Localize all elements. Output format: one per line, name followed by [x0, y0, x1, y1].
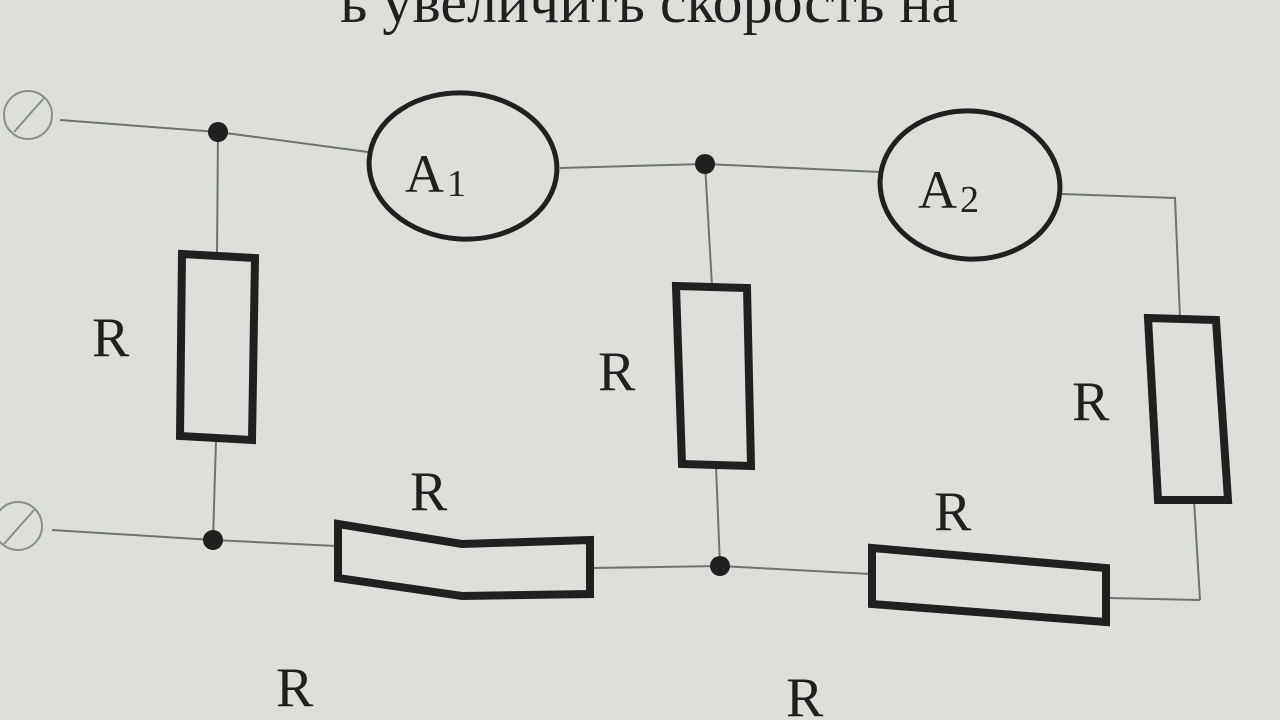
ammeter-a2: A 2	[877, 108, 1063, 262]
ammeter-a2-index: 2	[960, 179, 979, 221]
wire-branch2-bottom	[715, 465, 721, 567]
input-terminal-top-slash	[13, 97, 45, 133]
resistor-1-body	[175, 249, 260, 445]
resistor-3-body	[1143, 313, 1233, 504]
input-terminal-bottom	[0, 501, 43, 551]
resistor-1: R	[92, 249, 260, 445]
resistor-5: R	[868, 481, 1110, 627]
resistor-5-body	[868, 543, 1110, 627]
ammeter-a1: A 1	[366, 90, 560, 242]
resistor-4-label: R	[410, 461, 448, 523]
resistor-5-label: R	[934, 481, 972, 543]
wire-bottom-middle	[591, 564, 871, 575]
wire-bottom-right	[1107, 597, 1201, 601]
wire-branch3-bottom	[1193, 499, 1201, 601]
ammeter-a2-letter: A	[918, 160, 957, 220]
junction-node	[710, 556, 730, 576]
wire-bottom-left	[51, 529, 337, 547]
resistor-3-label: R	[1072, 371, 1110, 433]
wire-branch1-bottom	[212, 439, 217, 541]
wire-branch2-top	[704, 163, 713, 287]
input-terminal-top	[3, 90, 53, 140]
resistor-3: R	[1072, 313, 1233, 504]
resistor-2-label: R	[598, 341, 636, 403]
resistor-4-body	[334, 519, 594, 601]
junction-node	[203, 530, 223, 550]
wire-top-middle	[559, 162, 881, 173]
wire-branch1-top	[216, 131, 219, 255]
resistor-7-label: R	[786, 667, 824, 720]
resistor-1-label: R	[92, 307, 130, 369]
resistor-6-label: R	[276, 657, 314, 719]
wire-top-right	[1061, 193, 1181, 319]
resistor-2-body	[671, 281, 756, 471]
junction-node	[695, 154, 715, 174]
header-text: ь увеличить скорость на	[340, 0, 958, 35]
junction-node	[208, 122, 228, 142]
input-terminal-bottom-slash	[3, 509, 35, 545]
resistor-4: R	[334, 461, 594, 601]
ammeter-a2-circle	[877, 108, 1063, 262]
ammeter-a1-index: 1	[447, 163, 466, 205]
resistor-2: R	[598, 281, 756, 471]
ammeter-a1-letter: A	[405, 144, 444, 204]
ammeter-a1-circle	[366, 90, 560, 242]
